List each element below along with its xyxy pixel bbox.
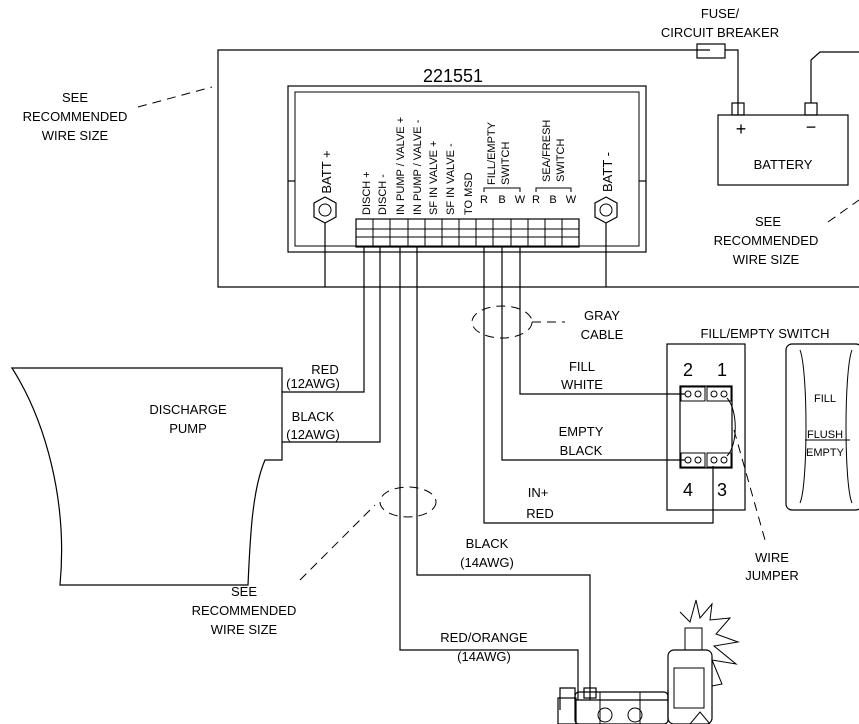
terminal-label-to-msd: TO MSD	[463, 172, 475, 215]
controller-part-number: 221551	[423, 66, 483, 86]
svg-text:RED: RED	[311, 362, 338, 377]
discharge-pump: DISCHARGE PUMP	[10, 367, 283, 586]
intake-pump-illustration	[557, 599, 740, 724]
intake-pump-wires: BLACK (14AWG) RED/ORANGE (14AWG)	[379, 247, 591, 700]
batt-negative-label: BATT -	[600, 152, 615, 192]
svg-text:RED/ORANGE: RED/ORANGE	[440, 630, 528, 645]
svg-text:R: R	[480, 194, 488, 206]
svg-text:PUMP: PUMP	[169, 421, 207, 436]
terminal-strip	[355, 218, 580, 248]
fill-empty-switch-group: FILL/EMPTY SWITCH R B W	[480, 121, 526, 206]
svg-text:(12AWG): (12AWG)	[286, 376, 340, 391]
svg-text:B: B	[498, 194, 505, 206]
fuse-circuit-breaker: FUSE/ CIRCUIT BREAKER	[661, 6, 779, 115]
svg-text:SEE: SEE	[755, 214, 781, 229]
svg-text:2: 2	[683, 360, 693, 380]
battery: + − BATTERY	[717, 51, 859, 186]
terminal-label-disch-pos: DISCH +	[361, 171, 373, 215]
fill-empty-switch-title: FILL/EMPTY SWITCH	[700, 326, 829, 341]
svg-text:DISCHARGE: DISCHARGE	[149, 402, 227, 417]
discharge-wires: RED (12AWG) BLACK (12AWG)	[282, 247, 381, 443]
svg-text:EMPTY: EMPTY	[806, 447, 845, 459]
svg-text:RECOMMENDED: RECOMMENDED	[192, 603, 297, 618]
svg-text:GRAY: GRAY	[584, 308, 620, 323]
svg-text:WIRE: WIRE	[755, 550, 789, 565]
svg-text:WIRE SIZE: WIRE SIZE	[211, 622, 278, 637]
svg-text:BLACK: BLACK	[560, 443, 603, 458]
svg-text:CABLE: CABLE	[581, 327, 624, 342]
battery-cables	[324, 223, 607, 287]
svg-text:FILL: FILL	[814, 393, 836, 405]
svg-text:JUMPER: JUMPER	[745, 568, 798, 583]
svg-text:4: 4	[683, 480, 693, 500]
svg-text:3: 3	[717, 480, 727, 500]
terminal-label-sf-valve-pos: SF IN VALVE +	[428, 141, 440, 215]
svg-text:(14AWG): (14AWG)	[457, 649, 511, 664]
wire-size-note-bottom: SEE RECOMMENDED WIRE SIZE	[192, 504, 376, 637]
svg-text:(14AWG): (14AWG)	[460, 555, 514, 570]
svg-text:RECOMMENDED: RECOMMENDED	[714, 233, 819, 248]
batt-negative-stud: BATT -	[594, 152, 618, 224]
terminal-label-in-pump-pos: IN PUMP / VALVE +	[395, 117, 407, 215]
svg-text:SEA/FRESH: SEA/FRESH	[541, 120, 553, 182]
svg-text:R: R	[532, 194, 540, 206]
mounting-panel	[217, 49, 859, 288]
svg-text:SWITCH: SWITCH	[500, 142, 512, 185]
svg-text:FILL/EMPTY: FILL/EMPTY	[486, 121, 498, 185]
batt-positive-stud: BATT +	[313, 150, 337, 224]
svg-text:WIRE SIZE: WIRE SIZE	[42, 128, 109, 143]
fuse-label-line1: FUSE/	[701, 6, 740, 21]
svg-text:SWITCH: SWITCH	[555, 139, 567, 182]
sea-fresh-switch-group: SEA/FRESH SWITCH R B W	[532, 120, 577, 206]
svg-text:W: W	[515, 194, 526, 206]
batt-positive-label: BATT +	[319, 150, 334, 193]
switch-wires: GRAY CABLE FILL WHITE EMPTY BLACK IN+ RE…	[471, 247, 714, 524]
controller-module: 221551 BATT + BATT - DISCH + DISCH -	[287, 66, 647, 253]
terminal-labels: DISCH + DISCH - IN PUMP / VALVE + IN PUM…	[361, 117, 475, 215]
svg-text:FILL: FILL	[569, 359, 595, 374]
svg-text:1: 1	[717, 360, 727, 380]
battery-plus-sign: +	[736, 119, 747, 139]
svg-text:RECOMMENDED: RECOMMENDED	[23, 109, 128, 124]
battery-minus-sign: −	[806, 117, 817, 137]
wire-size-note-left: SEE RECOMMENDED WIRE SIZE	[23, 86, 213, 143]
terminal-label-sf-valve-neg: SF IN VALVE -	[445, 143, 457, 215]
svg-text:IN+: IN+	[528, 485, 549, 500]
svg-text:W: W	[566, 194, 577, 206]
svg-text:SEE: SEE	[62, 90, 88, 105]
wire-size-note-right: SEE RECOMMENDED WIRE SIZE	[714, 199, 859, 267]
svg-text:BLACK: BLACK	[292, 409, 335, 424]
fuse-label-line2: CIRCUIT BREAKER	[661, 25, 779, 40]
svg-text:B: B	[549, 194, 556, 206]
terminal-label-disch-neg: DISCH -	[377, 174, 389, 215]
svg-text:RED: RED	[526, 506, 553, 521]
svg-text:BLACK: BLACK	[466, 536, 509, 551]
svg-text:FLUSH: FLUSH	[807, 429, 843, 441]
fill-flush-empty-rocker: FILL FLUSH EMPTY	[785, 343, 859, 511]
battery-label: BATTERY	[754, 157, 813, 172]
svg-text:WHITE: WHITE	[561, 377, 603, 392]
svg-text:(12AWG): (12AWG)	[286, 427, 340, 442]
svg-text:EMPTY: EMPTY	[559, 424, 604, 439]
terminal-label-in-pump-neg: IN PUMP / VALVE -	[412, 119, 424, 215]
svg-text:SEE: SEE	[231, 584, 257, 599]
fill-empty-switch-back: FILL/EMPTY SWITCH 2 1 4 3 WIRE JUMPER	[666, 326, 830, 583]
svg-text:WIRE SIZE: WIRE SIZE	[733, 252, 800, 267]
